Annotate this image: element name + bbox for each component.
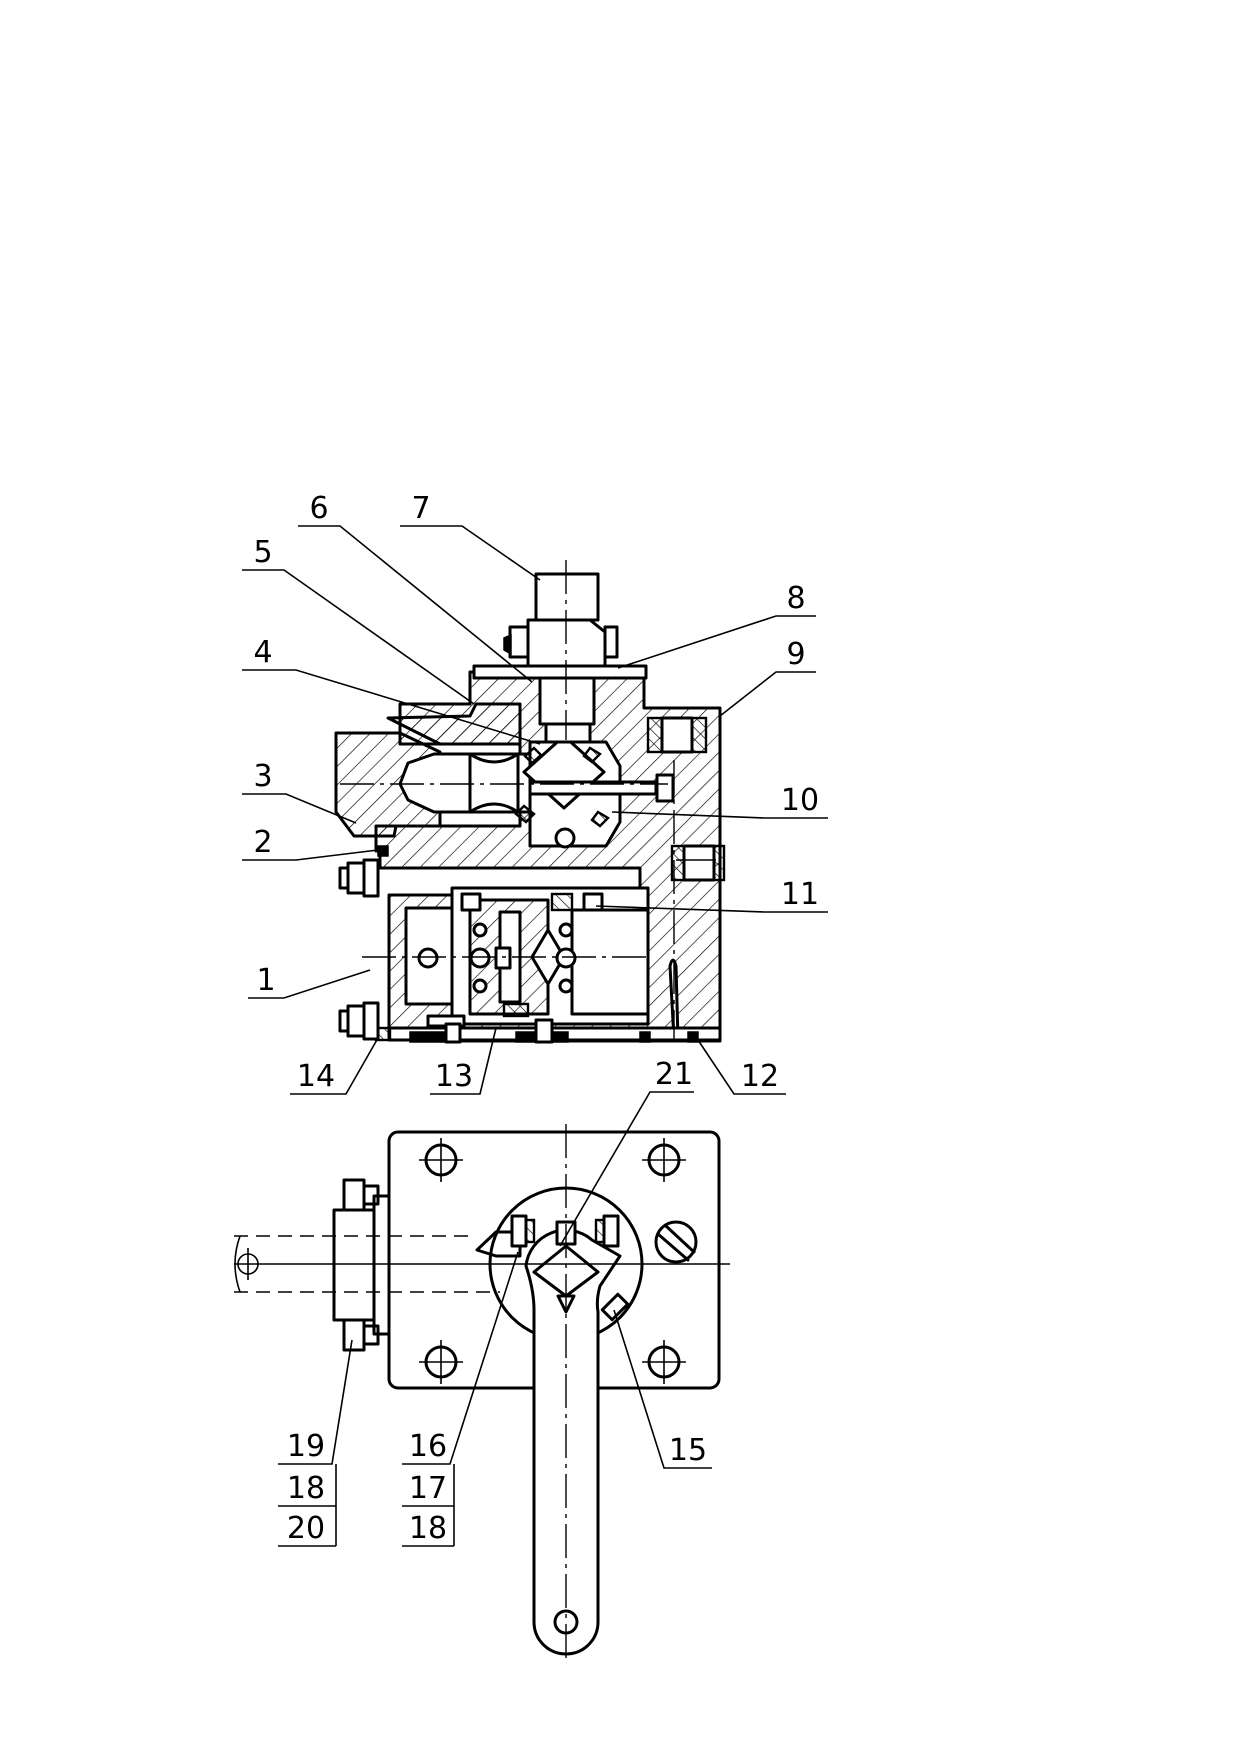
callout-20: 20 <box>287 1511 325 1546</box>
callout-1: 1 <box>256 963 275 998</box>
callout-18-left: 18 <box>287 1471 325 1506</box>
callout-13: 13 <box>435 1059 473 1094</box>
callout-15: 15 <box>669 1433 707 1468</box>
roller <box>468 752 520 814</box>
mounting-holes <box>419 1138 686 1384</box>
callout-6: 6 <box>309 491 328 526</box>
side-screws <box>646 716 726 1042</box>
callout-14: 14 <box>297 1059 335 1094</box>
left-bolts <box>338 845 389 1041</box>
callout-9: 9 <box>786 637 805 672</box>
callout-19: 19 <box>287 1429 325 1464</box>
gear-assembly <box>514 734 675 849</box>
callout-7: 7 <box>411 491 430 526</box>
callout-11: 11 <box>781 877 819 912</box>
top-post <box>472 572 648 744</box>
callout-12: 12 <box>741 1059 779 1094</box>
lower-chamber <box>404 886 650 1028</box>
callout-8: 8 <box>786 581 805 616</box>
callout-18-right: 18 <box>409 1511 447 1546</box>
handle-lever <box>524 1228 622 1656</box>
leader-lines <box>242 525 828 1547</box>
section-view <box>334 560 726 1044</box>
callout-10: 10 <box>781 783 819 818</box>
callout-labels: 7 6 5 4 3 2 1 8 9 10 11 12 13 14 21 15 1… <box>253 491 819 1546</box>
bottom-plate <box>374 1018 722 1044</box>
turntable-screws <box>510 1214 630 1322</box>
callout-17: 17 <box>409 1471 447 1506</box>
section-symbol <box>234 1235 259 1293</box>
callout-2: 2 <box>253 825 272 860</box>
upper-arm <box>386 702 522 746</box>
callout-5: 5 <box>253 535 272 570</box>
plan-view <box>234 1124 730 1660</box>
left-clamp <box>332 1178 391 1352</box>
end-cap <box>334 731 442 838</box>
callout-4: 4 <box>253 635 272 670</box>
callout-3: 3 <box>253 759 272 794</box>
slotted-screw <box>654 1220 698 1264</box>
callout-21: 21 <box>655 1057 693 1092</box>
callout-16: 16 <box>409 1429 447 1464</box>
